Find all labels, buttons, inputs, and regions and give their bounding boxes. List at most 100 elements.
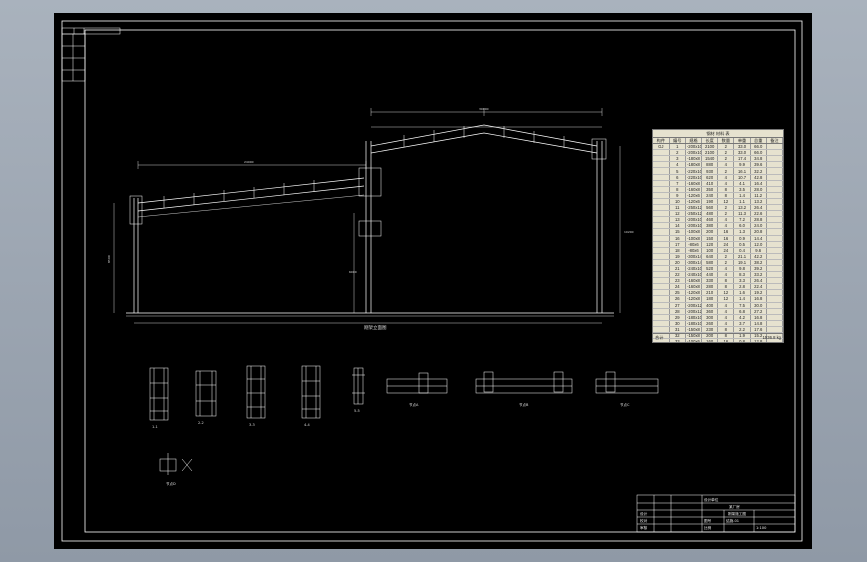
table-cell — [653, 167, 670, 175]
table-cell: 19 — [669, 253, 686, 260]
column-header: 长度 — [701, 138, 719, 145]
table-cell: -240x10 — [685, 271, 703, 279]
table-cell: 2.2 — [733, 326, 751, 334]
table-cell: 21.1 — [733, 253, 751, 260]
table-cell: 12 — [717, 198, 735, 206]
rafter-low-span — [137, 177, 365, 204]
table-cell — [766, 210, 783, 218]
table-cell: 10 — [669, 198, 686, 206]
table-cell: 880 — [701, 161, 719, 169]
table-cell: 3 — [669, 155, 686, 163]
table-cell: 19.2 — [750, 289, 767, 297]
table-cell: 5 — [669, 167, 686, 175]
table-cell: 1.3 — [733, 228, 751, 236]
svg-text:24000: 24000 — [244, 160, 254, 164]
table-cell: 9.6 — [750, 247, 767, 254]
table-cell: 6 — [669, 174, 686, 181]
table-cell — [766, 259, 783, 266]
table-cell: 280 — [701, 283, 719, 291]
table-cell: 25 — [669, 289, 686, 297]
title-block — [636, 494, 796, 533]
table-cell: 2 — [669, 149, 686, 157]
table-cell — [766, 338, 783, 342]
tb-cell: 设计 — [640, 511, 648, 516]
table-cell: 3.3 — [733, 277, 751, 285]
table-cell — [653, 283, 670, 291]
table-cell — [766, 302, 783, 309]
table-cell: 560 — [701, 204, 719, 212]
tb-cell: 校对 — [640, 518, 648, 523]
table-cell — [766, 314, 783, 321]
table-cell: 13.2 — [750, 198, 767, 206]
table-cell: 2 — [717, 143, 735, 151]
table-cell: 300 — [701, 314, 719, 321]
title-header: 设计单位 — [704, 497, 719, 502]
table-cell: 11.2 — [750, 192, 767, 199]
table-cell: -200x10 — [685, 216, 703, 224]
detail-node-b — [475, 371, 573, 394]
svg-text:8500: 8500 — [107, 255, 111, 263]
table-cell: 12 — [717, 295, 735, 303]
title-project: 某厂房 — [729, 504, 740, 509]
table-cell — [653, 228, 670, 236]
table-cell: 4 — [717, 180, 735, 187]
table-cell — [766, 222, 783, 230]
table-cell: 0.8 — [733, 338, 751, 342]
table-cell: 4 — [717, 222, 735, 230]
table-cell: 39.2 — [750, 265, 767, 273]
table-cell: -120x8 — [685, 289, 703, 297]
column-header: 总重 — [750, 138, 767, 145]
footer-left: 合计 — [655, 335, 664, 340]
table-cell: 22 — [669, 271, 686, 279]
table-cell: 12.8 — [750, 338, 767, 342]
table-cell: -200x10 — [685, 149, 703, 157]
table-cell: 24.0 — [750, 222, 767, 230]
inner-border — [84, 29, 796, 533]
detail-captions: 1-1 2-2 3-3 4-4 5-5 节点A 节点B 节点C 节点D — [152, 402, 630, 486]
table-cell: 4 — [717, 271, 735, 279]
table-cell: 10.7 — [733, 174, 751, 181]
table-cell — [766, 167, 783, 175]
table-cell — [766, 277, 783, 285]
material-table-title: 钢材 材料 表 — [653, 130, 783, 138]
table-cell: 4 — [669, 161, 686, 169]
table-cell: -80x6 — [685, 241, 703, 248]
table-cell: 39.6 — [750, 161, 767, 169]
table-cell — [653, 314, 670, 321]
table-cell: 160 — [701, 338, 719, 342]
table-cell: 4 — [717, 174, 735, 181]
table-cell: 2 — [717, 210, 735, 218]
detail-node-d — [159, 453, 193, 475]
table-cell: -200x12 — [685, 302, 703, 309]
table-cell: 15.2 — [750, 332, 767, 340]
table-cell: 180 — [701, 295, 719, 303]
table-cell — [653, 186, 670, 193]
table-cell: 930 — [701, 167, 719, 175]
table-cell: 66.0 — [750, 149, 767, 157]
outer-border — [61, 20, 803, 542]
table-cell: 42.8 — [750, 174, 767, 181]
table-cell — [766, 265, 783, 273]
table-cell — [766, 271, 783, 279]
table-cell: -100x8 — [685, 235, 703, 242]
table-cell — [653, 253, 670, 260]
table-cell: 9.9 — [733, 161, 751, 169]
table-cell: 28.0 — [750, 186, 767, 193]
table-cell: 520 — [701, 265, 719, 273]
table-cell — [653, 271, 670, 279]
table-cell — [766, 161, 783, 169]
table-cell: 360 — [701, 308, 719, 315]
table-cell: -160x8 — [685, 283, 703, 291]
table-cell: 8 — [717, 186, 735, 193]
table-cell: 230 — [701, 326, 719, 334]
